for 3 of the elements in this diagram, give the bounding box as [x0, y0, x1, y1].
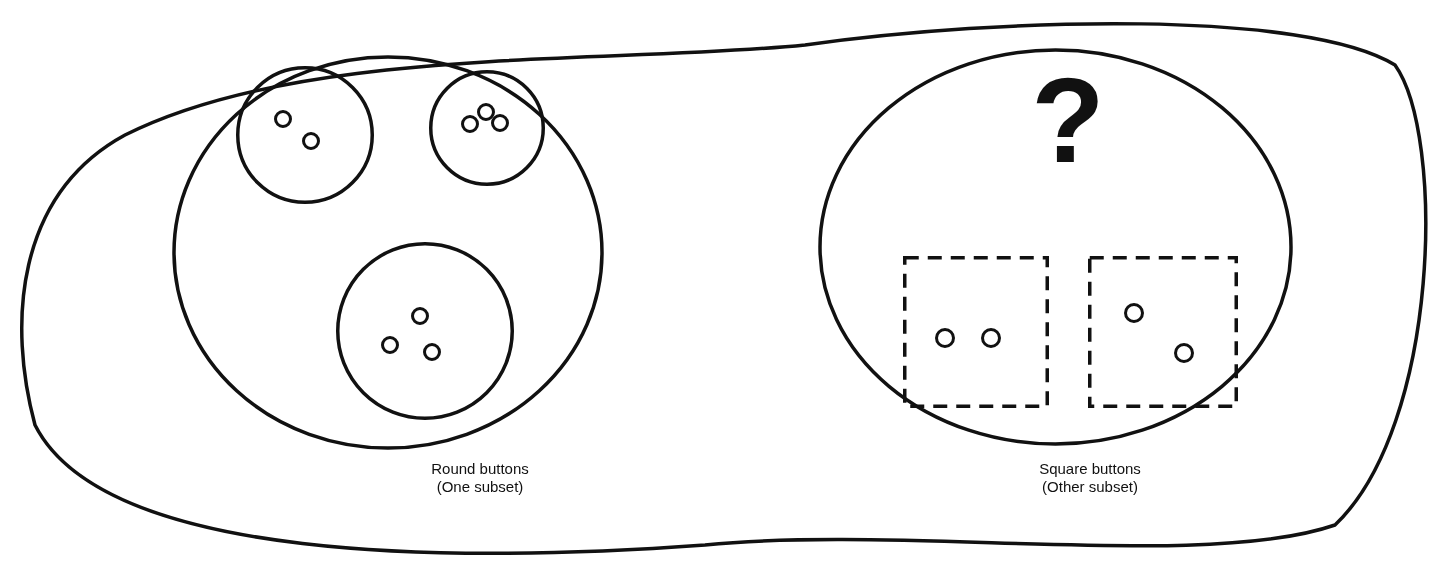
subset-label: Round buttons (One subset): [430, 460, 530, 496]
question-mark: ?: [1030, 60, 1106, 180]
subset-label: Square buttons (Other subset): [1038, 460, 1142, 496]
